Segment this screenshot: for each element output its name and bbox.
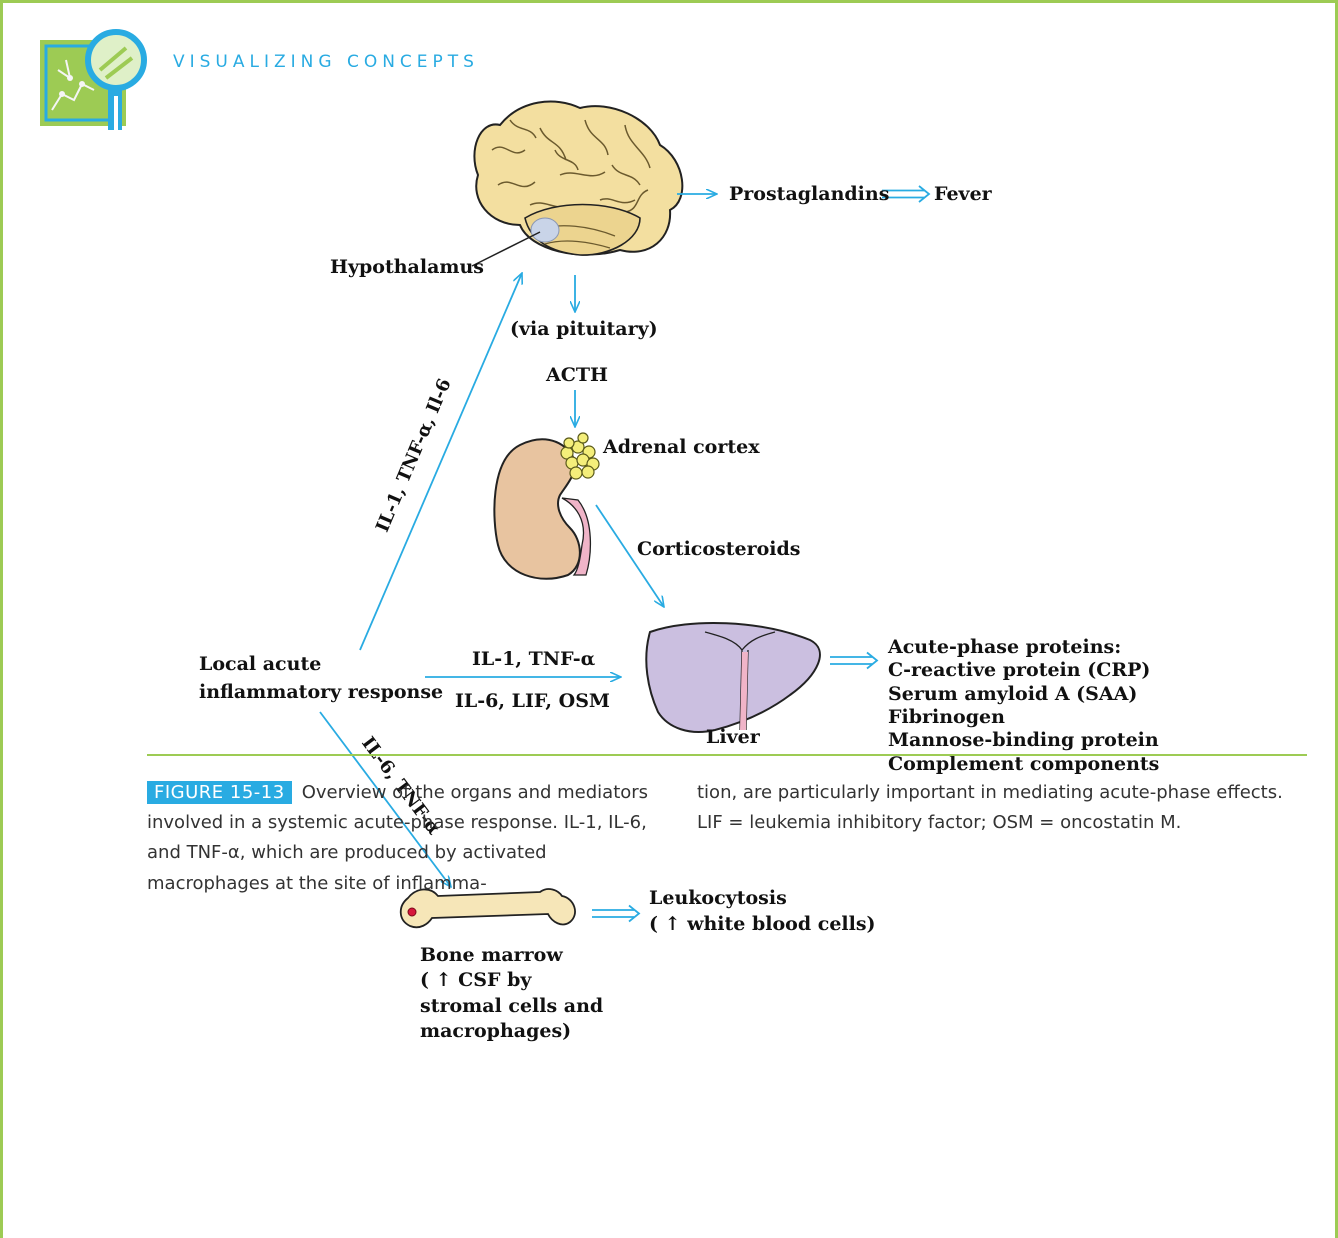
bone-illustration	[399, 888, 576, 929]
il6-lif-osm-label: IL-6, LIF, OSM	[455, 690, 610, 712]
acute-phase-heading: Acute-phase proteins:	[888, 636, 1122, 658]
double-arrow-liver-to-proteins	[830, 651, 879, 670]
corticosteroids-label: Corticosteroids	[637, 538, 801, 560]
bone-marrow-line: ( ↑ CSF by	[420, 969, 532, 992]
acute-phase-item: Fibrinogen	[888, 706, 1005, 729]
local-response-line-2: inflammatory response	[199, 681, 444, 703]
visualizing-concepts-logo	[40, 29, 147, 130]
double-arrow-to-fever	[882, 185, 931, 203]
acute-phase-proteins-list: Acute-phase proteins: C-reactive protein…	[888, 636, 1159, 776]
caption-text-1: Overview of the organs and mediators inv…	[147, 782, 649, 894]
leukocytosis-label: Leukocytosis	[649, 887, 787, 909]
acute-phase-item: C-reactive protein (CRP)	[888, 659, 1151, 682]
fever-label: Fever	[934, 183, 992, 205]
il1-tnf-label: IL-1, TNF-α	[472, 648, 596, 670]
caption-separator	[147, 754, 1307, 756]
arrow-corticosteroids-to-liver	[595, 504, 664, 607]
arrow-local-to-bone	[319, 711, 451, 887]
liver-illustration	[645, 622, 821, 733]
brain-illustration	[471, 100, 684, 267]
acth-label: ACTH	[546, 364, 608, 386]
local-response-line-1: Local acute	[199, 653, 322, 675]
kidney-adrenal-illustration	[493, 432, 600, 580]
liver-label: Liver	[706, 726, 760, 748]
double-arrow-bone-to-leukocytosis	[592, 904, 641, 923]
figure-number-badge: FIGURE 15-13	[147, 781, 292, 804]
hypothalamus-label: Hypothalamus	[330, 256, 484, 278]
caption-column-2: tion, are particularly important in medi…	[697, 782, 1283, 834]
arrow-local-to-brain	[359, 273, 522, 651]
adrenal-cortex-label: Adrenal cortex	[603, 436, 760, 458]
acute-phase-item: Mannose-binding protein	[888, 729, 1159, 752]
via-pituitary-label: (via pituitary)	[510, 318, 658, 340]
acute-phase-item: Serum amyloid A (SAA)	[888, 682, 1138, 705]
acute-phase-item: Complement components	[888, 752, 1160, 775]
section-banner: VISUALIZING CONCEPTS	[173, 52, 479, 72]
bone-marrow-label: Bone marrow ( ↑ CSF by stromal cells and…	[420, 943, 603, 1044]
bone-marrow-line: stromal cells and	[420, 994, 604, 1017]
bone-marrow-line: Bone marrow	[420, 944, 563, 966]
bone-marrow-line: macrophages)	[420, 1019, 572, 1042]
prostaglandins-label: Prostaglandins	[729, 183, 890, 205]
white-blood-cells-label: ( ↑ white blood cells)	[649, 913, 876, 935]
